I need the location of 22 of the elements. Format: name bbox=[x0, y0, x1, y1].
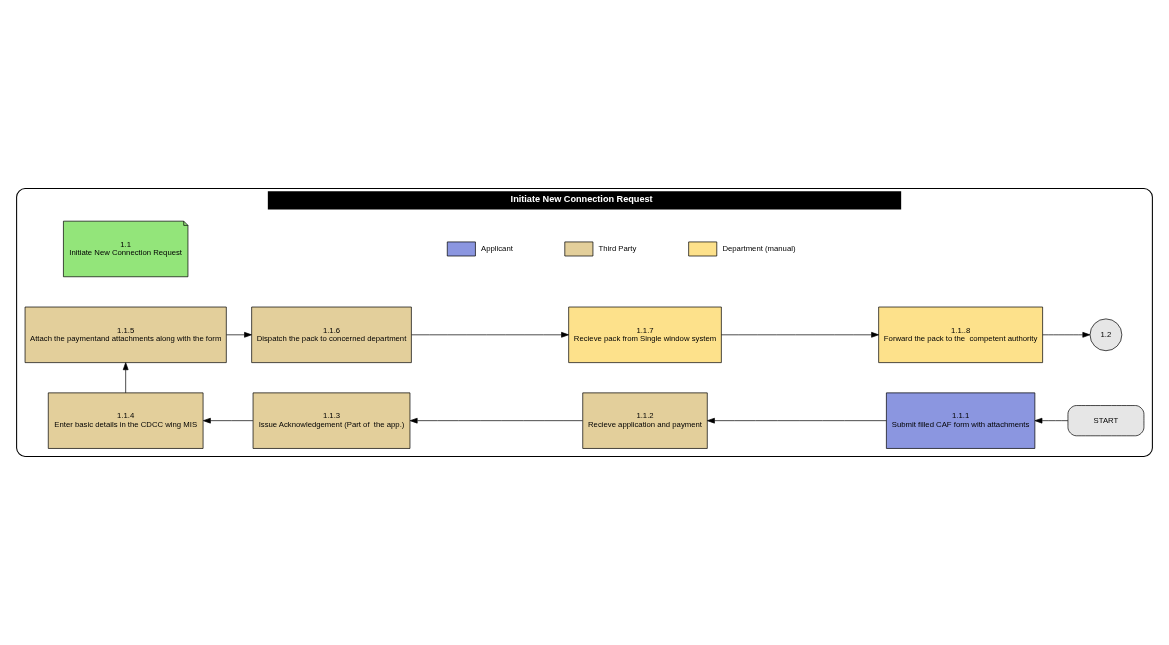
arrow bbox=[1034, 417, 1069, 424]
arrow bbox=[721, 332, 879, 338]
node-box: 1.1.7 Recieve pack from Single window system bbox=[568, 306, 722, 363]
node-box: 1.1.4 Enter basic details in the CDCC wing MIS bbox=[47, 392, 204, 449]
legend-label: Department (manual) bbox=[722, 243, 796, 253]
node-box: 1.1.5 Attach the paymentand attachments along with the form bbox=[24, 306, 227, 363]
node-box: 1.1.1 Submit filled CAF form with attachments bbox=[886, 392, 1036, 449]
arrow bbox=[411, 332, 569, 338]
node-box: 1.1.2 Recieve application and payment bbox=[582, 392, 708, 449]
arrow bbox=[122, 362, 129, 394]
arrow bbox=[1042, 332, 1091, 338]
node-box: START bbox=[1067, 405, 1145, 437]
arrow bbox=[226, 332, 252, 338]
legend-label: Third Party bbox=[598, 243, 637, 253]
node-box: 1.1..8 Forward the pack to the competent authority bbox=[878, 306, 1043, 363]
legend-label: Applicant bbox=[481, 243, 513, 253]
arrow bbox=[203, 417, 254, 424]
node-box: 1.1.6 Dispatch the pack to concerned department bbox=[251, 306, 412, 363]
arrow bbox=[409, 417, 583, 424]
node-box: 1.1.3 Issue Acknowledgement (Part of the app.) bbox=[252, 392, 411, 449]
arrow bbox=[707, 417, 887, 424]
node-circle: 1.2 bbox=[1089, 318, 1123, 352]
